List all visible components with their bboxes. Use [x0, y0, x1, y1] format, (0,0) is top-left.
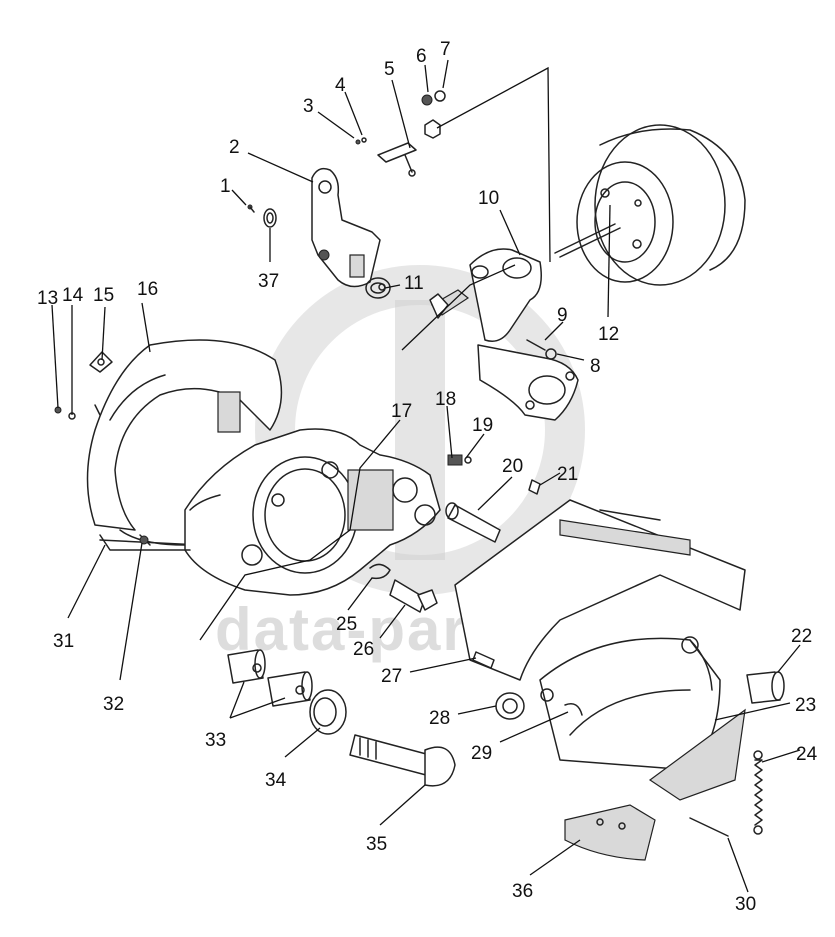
callout-7: 7 [440, 39, 451, 60]
bushing-22 [746, 671, 785, 704]
callout-31: 31 [53, 631, 74, 652]
callout-labels: 1 2 3 4 5 6 7 8 9 10 11 12 13 14 15 16 1… [37, 39, 818, 915]
callout-32: 32 [103, 694, 124, 715]
brake-lining [564, 804, 656, 861]
callout-37: 37 [258, 271, 279, 292]
brake-spider [184, 428, 441, 596]
callout-30: 30 [735, 894, 756, 915]
callout-22: 22 [791, 626, 812, 647]
anchor-pin [445, 502, 501, 543]
callout-11: 11 [404, 273, 424, 294]
callout-19: 19 [472, 415, 493, 436]
callout-26: 26 [353, 639, 374, 660]
callout-28: 28 [429, 708, 450, 729]
callout-34: 34 [265, 770, 287, 791]
small-fasteners [247, 90, 446, 228]
camshaft [349, 734, 456, 787]
callout-1: 1 [220, 176, 231, 197]
callout-33: 33 [205, 730, 226, 751]
leader-lines [51, 59, 801, 893]
callout-25: 25 [336, 614, 357, 635]
return-spring [753, 750, 763, 835]
callout-13: 13 [37, 288, 58, 309]
callout-29: 29 [471, 743, 492, 764]
callout-21: 21 [557, 464, 578, 485]
callout-35: 35 [366, 834, 387, 855]
camshaft-bracket [365, 248, 579, 421]
callout-23: 23 [795, 695, 816, 716]
callout-14: 14 [62, 285, 84, 306]
callout-15: 15 [93, 285, 114, 306]
washer-34 [309, 689, 347, 735]
callout-27: 27 [381, 666, 402, 687]
callout-16: 16 [137, 279, 158, 300]
callout-4: 4 [335, 75, 346, 96]
bushings-33 [227, 649, 313, 707]
callout-17: 17 [391, 401, 412, 422]
bolt-26 [389, 579, 438, 613]
callout-18: 18 [435, 389, 456, 410]
callout-6: 6 [416, 46, 427, 67]
slack-adjuster [311, 167, 381, 288]
callout-2: 2 [229, 137, 240, 158]
callout-5: 5 [384, 59, 395, 80]
clip [89, 351, 113, 373]
callout-8: 8 [590, 356, 601, 377]
bolt [447, 454, 463, 466]
callout-10: 10 [478, 188, 499, 209]
callout-36: 36 [512, 881, 533, 902]
callout-20: 20 [502, 456, 523, 477]
brake-drum [554, 124, 746, 286]
brake-shoe [454, 499, 746, 801]
callout-12: 12 [598, 324, 619, 345]
callout-3: 3 [303, 96, 314, 117]
callout-9: 9 [557, 305, 568, 326]
callout-24: 24 [796, 744, 818, 765]
